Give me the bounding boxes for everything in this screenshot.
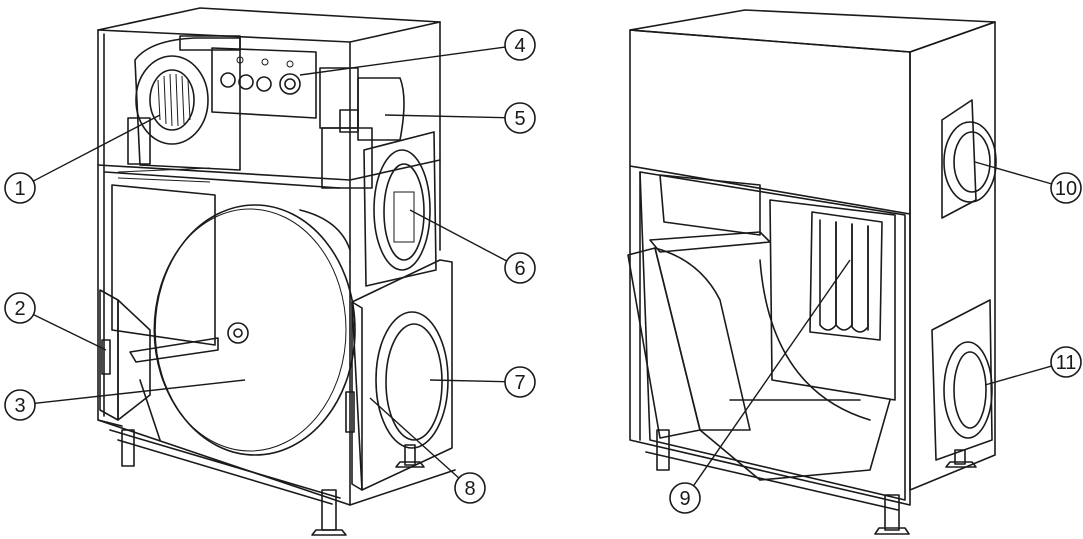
callout-leader-line	[33, 313, 107, 351]
rear-housing	[629, 9, 996, 511]
callout-number: 11	[1056, 352, 1077, 374]
callout-labels: 1 2 3 4 5 6 7 8 9 10 11	[4, 29, 1082, 514]
callout-circle	[1050, 346, 1082, 378]
callout-number: 7	[514, 372, 525, 394]
callout-circle	[504, 29, 536, 61]
heater-elements	[819, 219, 869, 333]
callout-circle	[504, 102, 536, 134]
callout-2: 2	[4, 292, 107, 351]
callout-6: 6	[409, 209, 536, 284]
callout-number: 4	[514, 35, 525, 57]
callout-number: 8	[464, 478, 475, 500]
callout-leader-line	[384, 114, 506, 119]
callout-8: 8	[369, 397, 486, 504]
callout-circle	[454, 472, 486, 504]
callout-leader-line	[32, 114, 161, 182]
rotary-heat-exchanger	[129, 204, 356, 456]
upper-side-spigot	[941, 99, 997, 219]
callout-number: 10	[1055, 178, 1077, 200]
left-filter	[99, 289, 151, 421]
callout-number: 9	[679, 488, 690, 510]
callout-circle	[504, 252, 536, 284]
callout-number: 1	[14, 178, 25, 200]
callout-circle	[4, 389, 36, 421]
callout-leader-line	[369, 397, 460, 479]
callout-leader-line	[299, 46, 506, 76]
front-view	[97, 7, 456, 536]
callout-number: 2	[14, 298, 25, 320]
callout-1: 1	[4, 114, 161, 204]
callout-9: 9	[669, 259, 851, 514]
motor	[319, 67, 405, 189]
callout-leader-line	[692, 259, 851, 487]
callout-circle	[669, 482, 701, 514]
fan-impeller-blades	[157, 73, 191, 127]
bypass-panel	[111, 184, 216, 346]
callout-number: 6	[514, 258, 525, 280]
callout-leader-line	[984, 365, 1052, 386]
callout-number: 3	[14, 395, 25, 417]
callout-5: 5	[384, 102, 536, 134]
callout-leader-line	[34, 379, 246, 405]
rear-duct-spigot	[363, 131, 437, 287]
fan-housing	[127, 35, 241, 171]
heating-coil	[769, 199, 896, 401]
lower-side-spigot	[931, 299, 993, 461]
callout-10: 10	[974, 161, 1082, 204]
callout-11: 11	[984, 346, 1082, 386]
callout-circle	[504, 366, 536, 398]
control-panel	[211, 47, 317, 119]
callout-leader-line	[409, 209, 508, 262]
rear-view	[627, 9, 997, 535]
front-frame	[97, 7, 456, 506]
callout-3: 3	[4, 379, 246, 421]
callout-number: 5	[514, 108, 525, 130]
open-lower-section	[627, 171, 906, 501]
callout-circle	[1050, 172, 1082, 204]
callout-leader-line	[974, 161, 1052, 185]
callout-circle	[4, 292, 36, 324]
rear-legs	[656, 429, 977, 535]
callout-4: 4	[299, 29, 536, 76]
front-filter-box	[345, 259, 453, 491]
callout-circle	[4, 172, 36, 204]
callout-7: 7	[429, 366, 536, 398]
callout-leader-line	[429, 379, 506, 383]
